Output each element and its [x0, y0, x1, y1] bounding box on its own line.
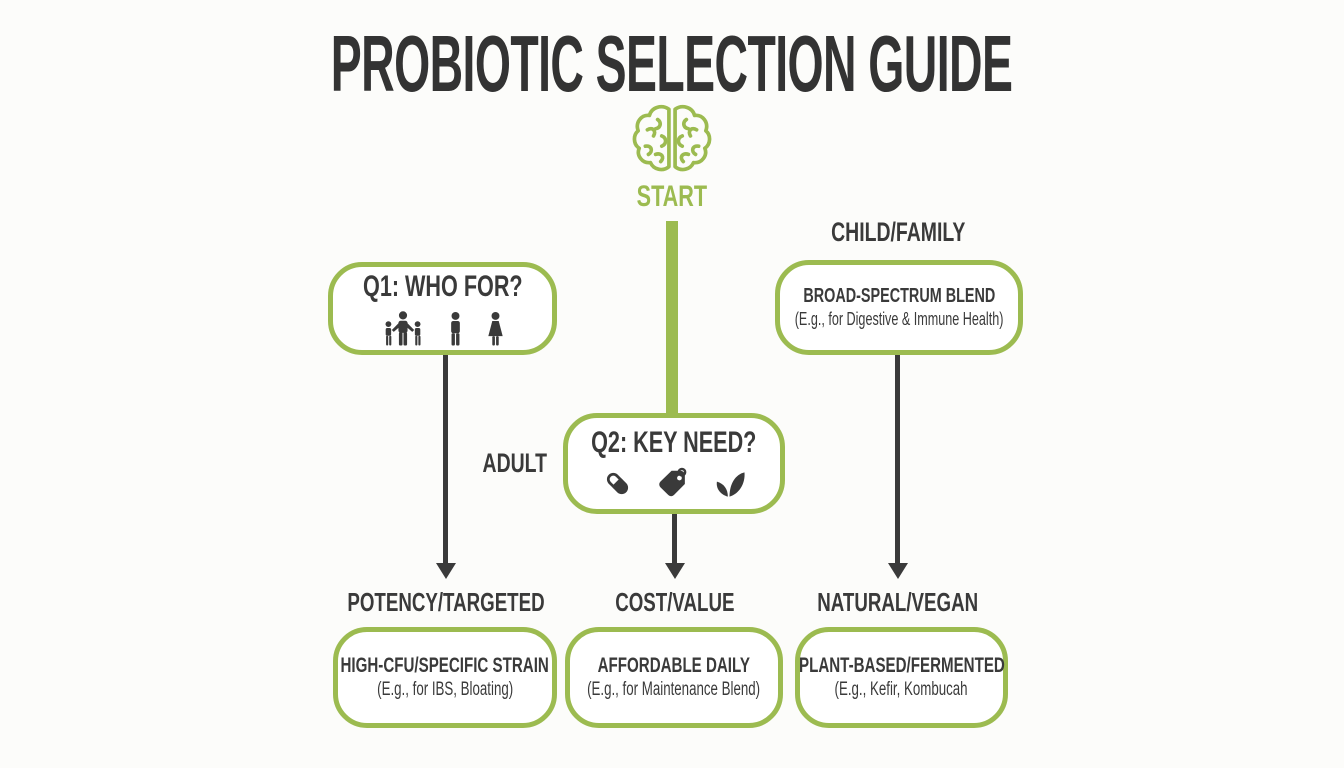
cost-label-row: COST/VALUE — [565, 589, 785, 615]
cost-value-label: COST/VALUE — [615, 587, 735, 617]
q2-key-need-box: Q2: KEY NEED? — [563, 413, 785, 514]
page-title-row: PROBIOTIC SELECTION GUIDE — [0, 24, 1344, 104]
family-icon — [385, 310, 420, 346]
potency-label-row: POTENCY/TARGETED — [336, 589, 556, 615]
q2-icon-row — [602, 467, 746, 499]
affordable-daily-box: AFFORDABLE DAILY (E.g., for Maintenance … — [565, 627, 783, 728]
high-cfu-title: HIGH-CFU/SPECIFIC STRAIN — [340, 653, 550, 677]
q2-title: Q2: KEY NEED? — [591, 426, 757, 459]
page-title: PROBIOTIC SELECTION GUIDE — [331, 19, 1013, 108]
potency-targeted-label: POTENCY/TARGETED — [347, 587, 545, 617]
plant-based-box: PLANT-BASED/FERMENTED (E.g., Kefir, Komb… — [795, 627, 1008, 728]
q2-to-cost-arrow — [672, 514, 677, 563]
capsule-icon — [606, 472, 629, 495]
plant-based-title: PLANT-BASED/FERMENTED — [798, 653, 1005, 677]
q1-title: Q1: WHO FOR? — [362, 269, 523, 303]
adult-label: ADULT — [482, 448, 548, 478]
plant-based-subtitle: (E.g., Kefir, Kombucah — [834, 679, 969, 701]
natural-label-row: NATURAL/VEGAN — [788, 589, 1008, 615]
affordable-daily-title: AFFORDABLE DAILY — [597, 653, 751, 677]
broad-spectrum-subtitle: (E.g., for Digestive & Immune Health) — [794, 309, 1004, 330]
start-label: START — [636, 180, 708, 213]
start-label-row: START — [0, 182, 1344, 212]
woman-icon — [487, 311, 503, 346]
adult-label-row: ADULT — [455, 450, 575, 477]
leaf-icon — [716, 472, 745, 497]
natural-vegan-label: NATURAL/VEGAN — [817, 587, 979, 617]
broad-spectrum-box: BROAD-SPECTRUM BLEND (E.g., for Digestiv… — [775, 260, 1023, 355]
q1-icon-row — [380, 310, 506, 346]
man-icon — [450, 311, 460, 346]
high-cfu-box: HIGH-CFU/SPECIFIC STRAIN (E.g., for IBS,… — [333, 627, 557, 728]
price-tag-icon — [659, 467, 687, 497]
start-icon-row — [0, 101, 1344, 177]
start-to-q2-connector — [666, 221, 678, 413]
high-cfu-subtitle: (E.g., for IBS, Bloating) — [376, 679, 514, 701]
broad-spectrum-title: BROAD-SPECTRUM BLEND — [803, 285, 996, 308]
child-family-label: CHILD/FAMILY — [830, 217, 966, 247]
q1-to-potency-arrow — [443, 355, 448, 563]
broad-to-natural-arrow — [895, 355, 900, 563]
affordable-daily-subtitle: (E.g., for Maintenance Blend) — [587, 679, 761, 701]
child-family-label-row: CHILD/FAMILY — [775, 219, 1021, 246]
q1-who-for-box: Q1: WHO FOR? — [328, 262, 557, 355]
brain-icon — [632, 104, 712, 172]
